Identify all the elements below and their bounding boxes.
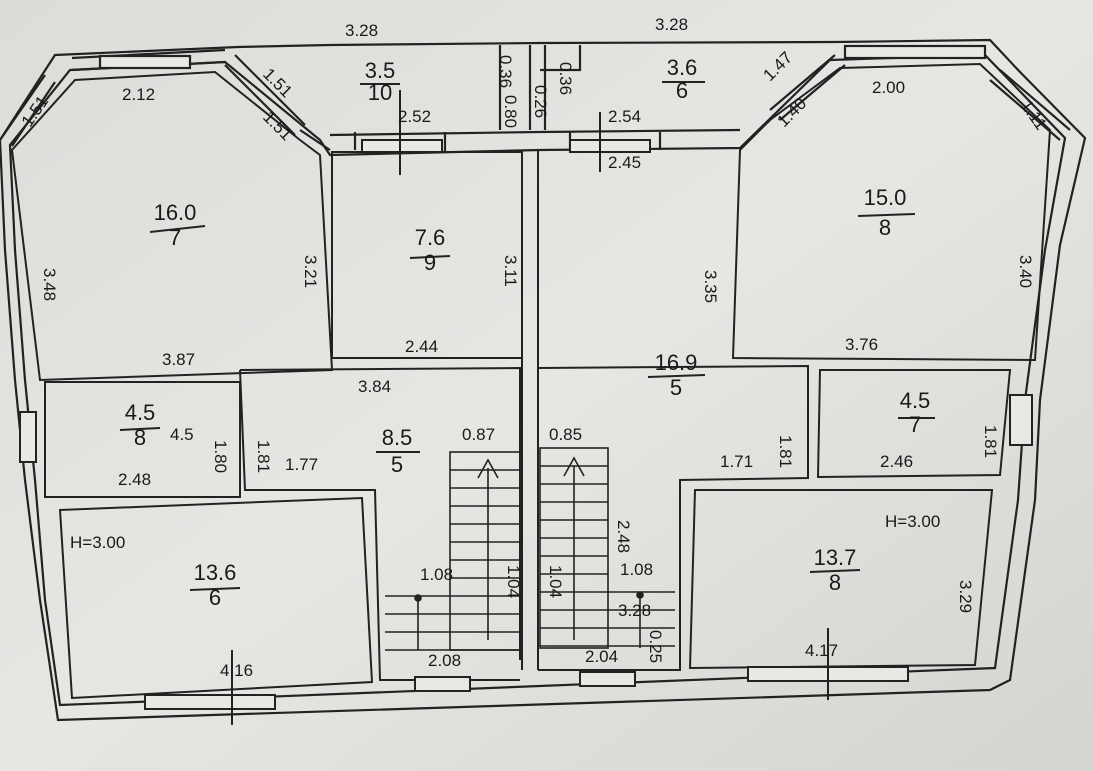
room-area-r6top: 3.6 [667, 55, 698, 80]
dimension-label: 3.87 [162, 350, 195, 369]
dimension-label: 2.54 [608, 107, 641, 126]
dimension-label: 1.77 [285, 455, 318, 474]
room-number-r8small: 8 [134, 425, 146, 450]
room-area-r10: 3.5 [365, 58, 396, 83]
room-number-r5stair: 5 [391, 452, 403, 477]
room-number-r6bottom: 6 [209, 585, 221, 610]
dimension-label: 3.76 [845, 335, 878, 354]
dimension-label: 4.17 [805, 641, 838, 660]
room-area-r7: 16.0 [154, 200, 197, 225]
dimension-label: 2.46 [880, 452, 913, 471]
room-number-r6top: 6 [676, 78, 688, 103]
dimension-label: 0.36 [496, 55, 515, 88]
room-number-r7: 7 [169, 225, 181, 250]
dimension-label: 3.29 [956, 580, 975, 613]
dimension-label: 2.48 [118, 470, 151, 489]
room-area-r8bottom: 13.7 [814, 545, 857, 570]
dimension-label: 3.28 [345, 21, 378, 40]
dimension-label: 4.16 [220, 661, 253, 680]
dimension-label: 1.81 [254, 440, 273, 473]
dimension-label: 1.08 [420, 565, 453, 584]
dimension-label: 2.00 [872, 78, 905, 97]
dimension-label: 3.84 [358, 377, 391, 396]
dimension-label: 0.26 [531, 85, 550, 118]
dimension-label: 3.11 [501, 255, 520, 287]
room-area-r5stair: 8.5 [382, 425, 413, 450]
dimension-label: 1.81 [776, 435, 795, 468]
dimension-label: 3.28 [655, 15, 688, 34]
dimension-label: 0.25 [646, 630, 665, 663]
dimension-label: 3.21 [301, 255, 320, 288]
dimension-label: 0.80 [501, 95, 520, 128]
dimension-label: 4.5 [170, 425, 194, 444]
room-area-r7small: 4.5 [900, 388, 931, 413]
room-number-r7small: 7 [909, 412, 921, 437]
dimension-label: 1.71 [720, 452, 753, 471]
dimension-label: 1.04 [546, 565, 565, 598]
dimension-label: 2.04 [585, 647, 618, 666]
room-number-r9: 9 [424, 250, 436, 275]
section-markers [119, 81, 935, 725]
stairs [385, 447, 675, 651]
dimension-label: 3.35 [701, 270, 720, 303]
dimension-label: 2.12 [122, 85, 155, 104]
room-number-r5hall: 5 [670, 375, 682, 400]
dimension-label: 2.44 [405, 337, 438, 356]
room-area-r8top: 15.0 [864, 185, 907, 210]
room-area-r6bottom: 13.6 [194, 560, 237, 585]
dimension-label: 1.80 [211, 440, 230, 473]
ceiling-height-right: H=3.00 [885, 512, 940, 531]
room-area-r8small: 4.5 [125, 400, 156, 425]
dimension-label: 2.48 [614, 520, 633, 553]
dimension-label: 0.36 [556, 62, 575, 95]
dimension-label: 0.87 [462, 425, 495, 444]
interior-walls [10, 62, 1052, 710]
dimension-label: 3.40 [1016, 255, 1035, 288]
dimension-label: 3.48 [40, 268, 59, 301]
dimension-label: 1.81 [981, 425, 1000, 458]
room-number-r8top: 8 [879, 215, 891, 240]
ceiling-height-left: H=3.00 [70, 533, 125, 552]
dimension-label: 1.08 [620, 560, 653, 579]
dimension-label: 1.04 [504, 565, 523, 598]
room-area-r5hall: 16.9 [655, 350, 698, 375]
room-number-r8bottom: 8 [829, 570, 841, 595]
dimension-label: 2.45 [608, 153, 641, 172]
dimension-label: 2.08 [428, 651, 461, 670]
dimension-label: 3.28 [618, 601, 651, 620]
room-area-r9: 7.6 [415, 225, 446, 250]
dimension-label: 0.85 [549, 425, 582, 444]
room-number-r10: 10 [368, 80, 392, 105]
dimension-label: 2.52 [398, 107, 431, 126]
